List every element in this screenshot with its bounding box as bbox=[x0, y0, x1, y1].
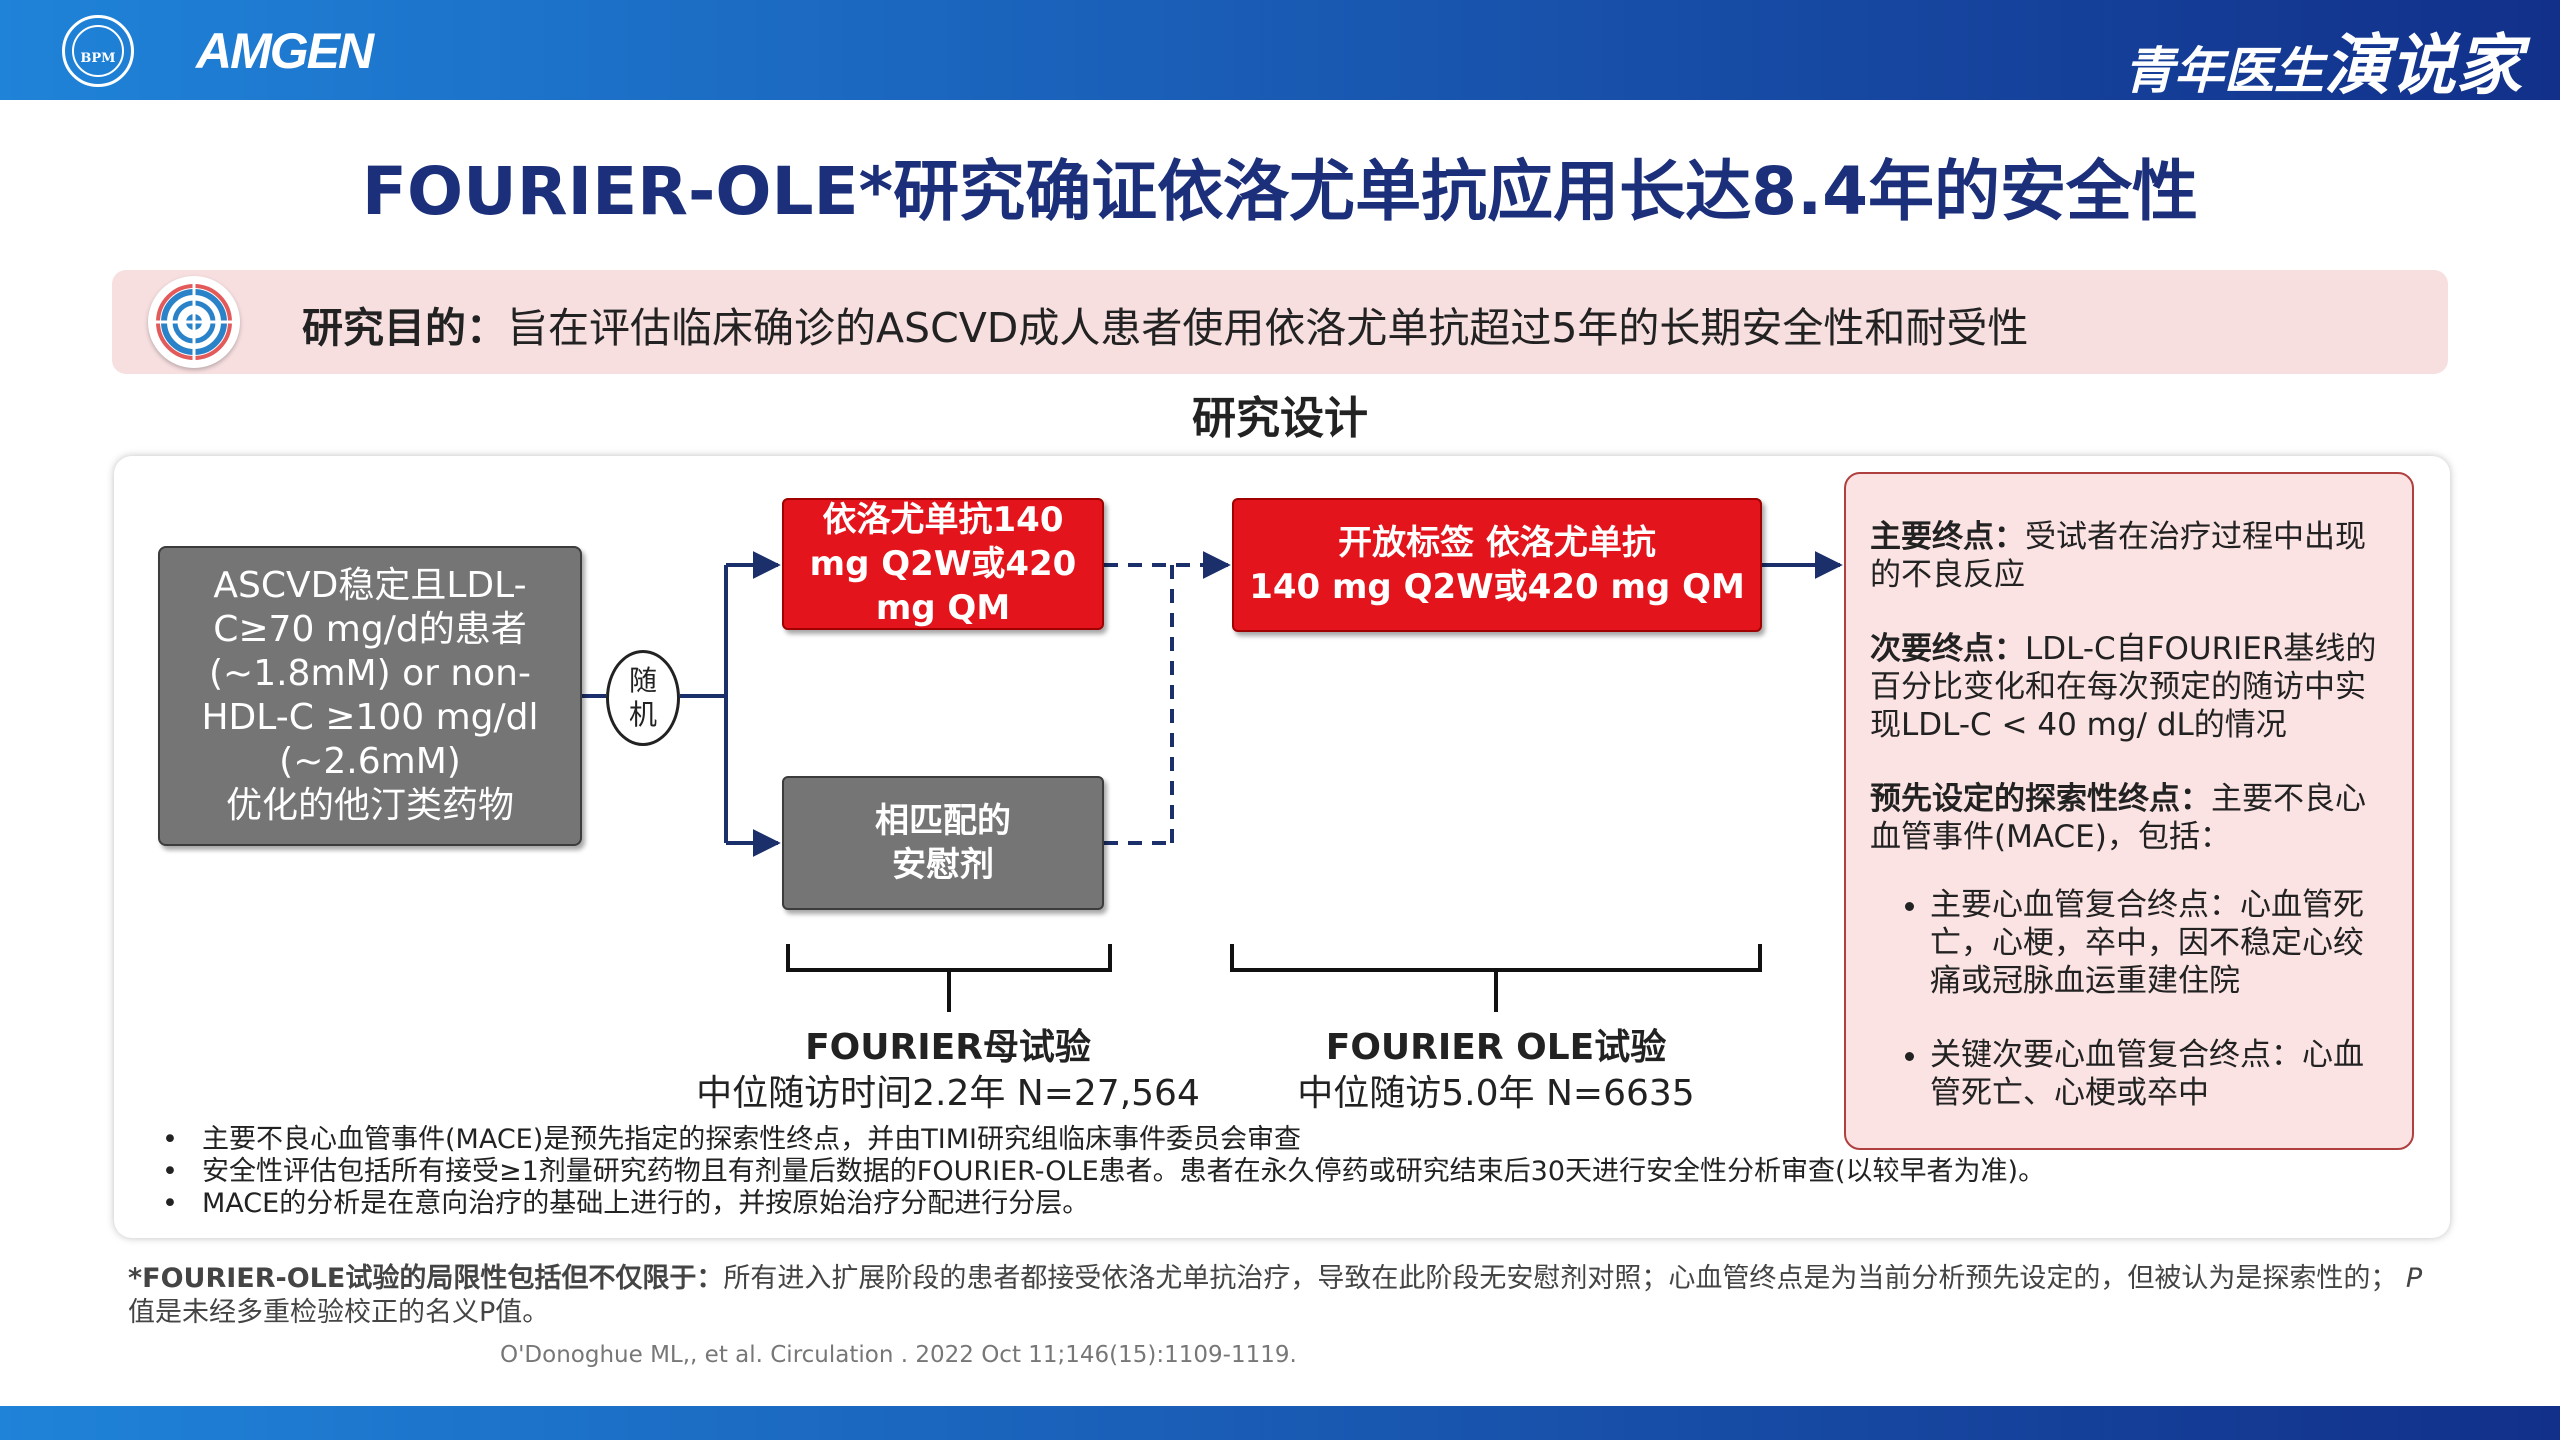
footnote-label: *FOURIER-OLE试验的局限性包括但不仅限于： bbox=[128, 1263, 724, 1294]
objective-text: 研究目的：旨在评估临床确诊的ASCVD成人患者使用依洛尤单抗超过5年的长期安全性… bbox=[302, 294, 2028, 354]
society-logo-text: BPM bbox=[72, 25, 124, 77]
footnote-p-label: P bbox=[2405, 1263, 2423, 1294]
primary-endpoint: 主要终点：受试者在治疗过程中出现的不良反应 bbox=[1870, 518, 2392, 594]
note-item: 安全性评估包括所有接受≥1剂量研究药物且有剂量后数据的FOURIER-OLE患者… bbox=[158, 1156, 2045, 1188]
primary-endpoint-text: 受试者在治疗过程中出现的不良反应 bbox=[1870, 519, 2366, 593]
design-title: 研究设计 bbox=[1192, 393, 1368, 444]
header-bar bbox=[0, 0, 2560, 100]
mace-list-item: 关键次要心血管复合终点：心血管死亡、心梗或卒中 bbox=[1930, 1036, 2392, 1112]
randomization-node: 随 机 bbox=[606, 650, 680, 746]
evolocumab-arm-box: 依洛尤单抗140 mg Q2W或420 mg QM bbox=[782, 498, 1104, 630]
target-icon bbox=[148, 276, 240, 368]
ole-arm-box: 开放标签 依洛尤单抗 140 mg Q2W或420 mg QM bbox=[1232, 498, 1762, 632]
exploratory-endpoint-label: 预先设定的探索性终点： bbox=[1870, 781, 2211, 817]
exploratory-endpoint: 预先设定的探索性终点：主要不良心血管事件(MACE)，包括： bbox=[1870, 780, 2392, 856]
parent-trial-stat: 中位随访时间2.2年 N=27,564 bbox=[696, 1073, 1200, 1114]
secondary-endpoint: 次要终点：LDL-C自FOURIER基线的百分比变化和在每次预定的随访中实现LD… bbox=[1870, 630, 2392, 744]
primary-endpoint-label: 主要终点： bbox=[1870, 519, 2025, 555]
amgen-logo: AMGEN bbox=[196, 23, 374, 79]
endpoints-box: 主要终点：受试者在治疗过程中出现的不良反应 次要终点：LDL-C自FOURIER… bbox=[1844, 472, 2414, 1150]
ole-trial-stat: 中位随访5.0年 N=6635 bbox=[1297, 1073, 1695, 1114]
footnote-text: 所有进入扩展阶段的患者都接受依洛尤单抗治疗，导致在此阶段无安慰剂对照；心血管终点… bbox=[723, 1263, 2398, 1294]
note-item: MACE的分析是在意向治疗的基础上进行的，并按原始治疗分配进行分层。 bbox=[158, 1188, 2045, 1220]
notes-list: 主要不良心血管事件(MACE)是预先指定的探索性终点，并由TIMI研究组临床事件… bbox=[158, 1124, 2045, 1220]
footer-bar bbox=[0, 1406, 2560, 1440]
society-logo: BPM bbox=[62, 15, 134, 87]
brand-logo: 青年医生演说家 bbox=[2124, 12, 2522, 108]
exploratory-endpoint-text: 主要不良心血管事件(MACE)，包括： bbox=[1870, 781, 2366, 855]
objective-body: 旨在评估临床确诊的ASCVD成人患者使用依洛尤单抗超过5年的长期安全性和耐受性 bbox=[507, 304, 2029, 352]
limitations-footnote: *FOURIER-OLE试验的局限性包括但不仅限于：所有进入扩展阶段的患者都接受… bbox=[128, 1262, 2428, 1330]
brand-logo-part1: 青年医生 bbox=[2124, 42, 2324, 100]
citation: O'Donoghue ML,, et al. Circulation . 202… bbox=[500, 1342, 1297, 1368]
slide-title: FOURIER-OLE*研究确证依洛尤单抗应用长达8.4年的安全性 bbox=[361, 153, 2199, 230]
placebo-arm-box: 相匹配的 安慰剂 bbox=[782, 776, 1104, 910]
objective-banner bbox=[112, 270, 2448, 374]
footnote-p-text: 值是未经多重检验校正的名义P值。 bbox=[128, 1297, 550, 1328]
objective-label: 研究目的： bbox=[302, 304, 507, 352]
brand-logo-part2: 演说家 bbox=[2324, 27, 2522, 104]
ole-trial-name: FOURIER OLE试验 bbox=[1325, 1027, 1667, 1068]
mace-list: 主要心血管复合终点：心血管死亡，心梗，卒中，因不稳定心绞痛或冠脉血运重建住院 关… bbox=[1870, 886, 2392, 1112]
mace-list-item: 主要心血管复合终点：心血管死亡，心梗，卒中，因不稳定心绞痛或冠脉血运重建住院 bbox=[1930, 886, 2392, 1000]
patients-box: ASCVD稳定且LDL- C≥70 mg/d的患者 (~1.8mM) or no… bbox=[158, 546, 582, 846]
note-item: 主要不良心血管事件(MACE)是预先指定的探索性终点，并由TIMI研究组临床事件… bbox=[158, 1124, 2045, 1156]
secondary-endpoint-label: 次要终点： bbox=[1870, 631, 2025, 667]
secondary-endpoint-text: LDL-C自FOURIER基线的百分比变化和在每次预定的随访中实现LDL-C <… bbox=[1870, 631, 2377, 743]
parent-trial-name: FOURIER母试验 bbox=[805, 1027, 1091, 1068]
